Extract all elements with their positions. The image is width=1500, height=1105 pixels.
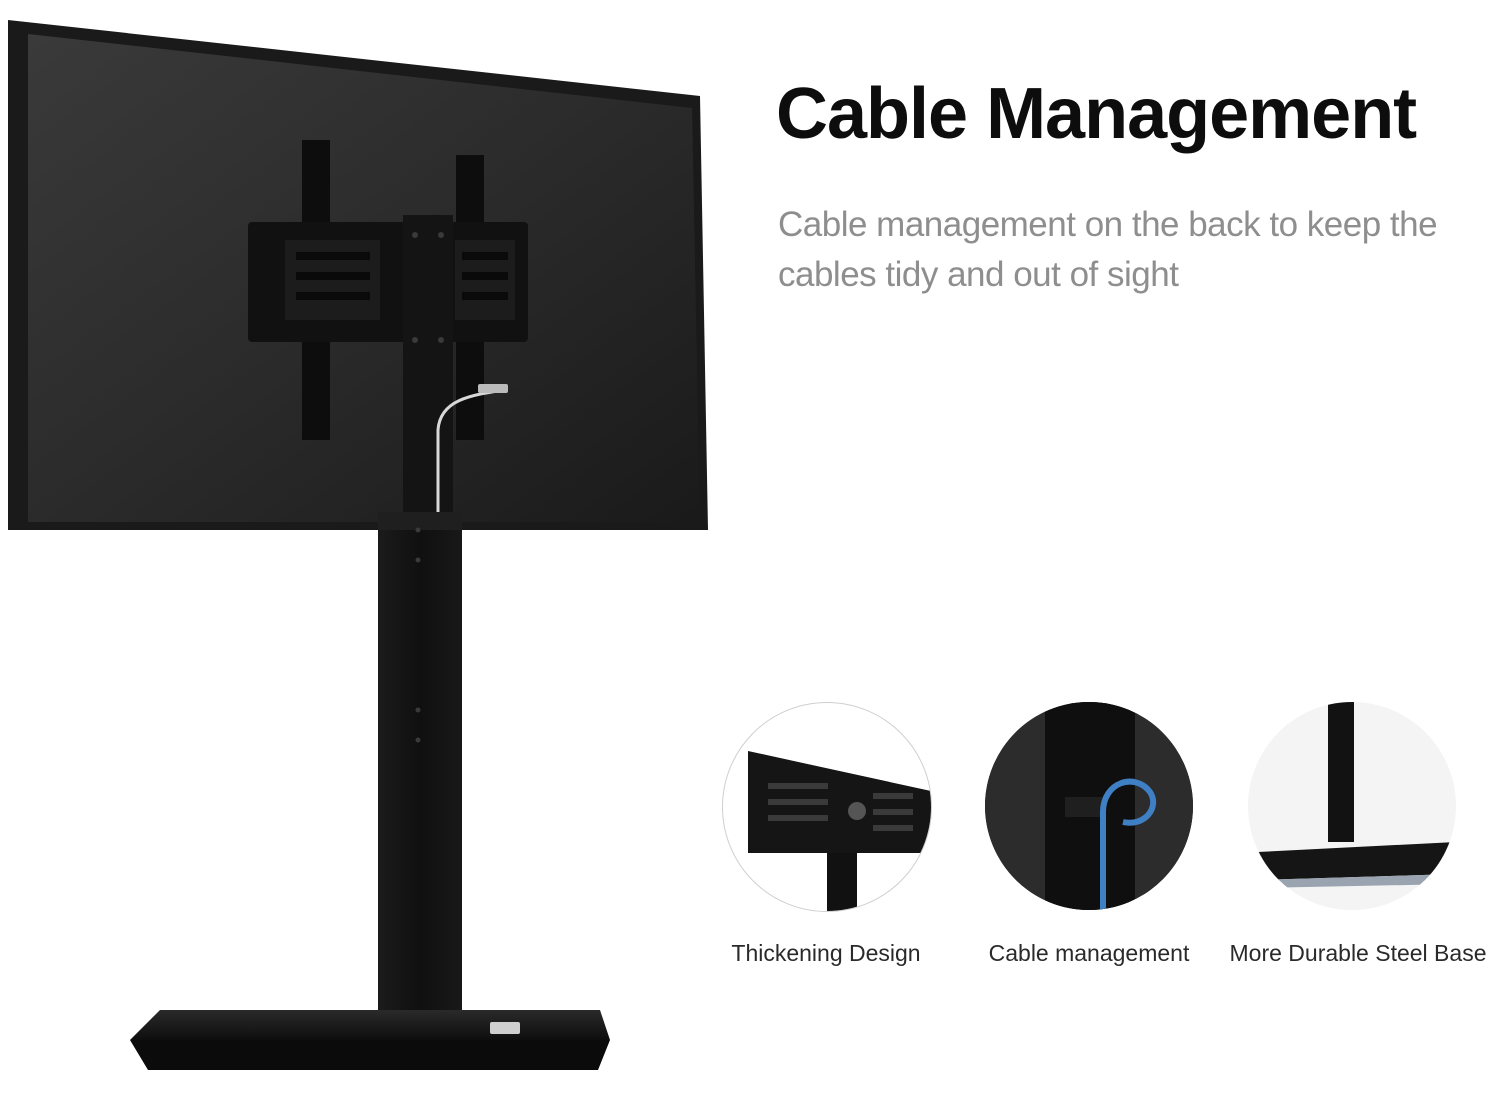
tv-stand-product-image xyxy=(0,0,720,1100)
steel-base-icon xyxy=(1258,702,1456,888)
steel-base xyxy=(130,1010,610,1040)
steel-base-thumbnail xyxy=(1248,702,1456,910)
upper-column xyxy=(403,215,453,515)
feature-label-cable-management: Cable management xyxy=(988,940,1190,966)
feature-label-steel-base: More Durable Steel Base xyxy=(1229,940,1487,966)
thickening-design-thumbnail xyxy=(722,702,932,912)
lower-pole xyxy=(378,512,462,1032)
feature-label-thickening-design: Thickening Design xyxy=(731,940,921,966)
feature-description: Cable management on the back to keep the… xyxy=(778,205,1438,294)
cable-clip-icon xyxy=(985,702,1193,910)
page-title: Cable Management xyxy=(776,74,1417,154)
tv-stand-illustration xyxy=(8,20,708,1070)
cable-management-thumbnail xyxy=(985,702,1193,910)
bracket-closeup-icon xyxy=(748,751,931,911)
